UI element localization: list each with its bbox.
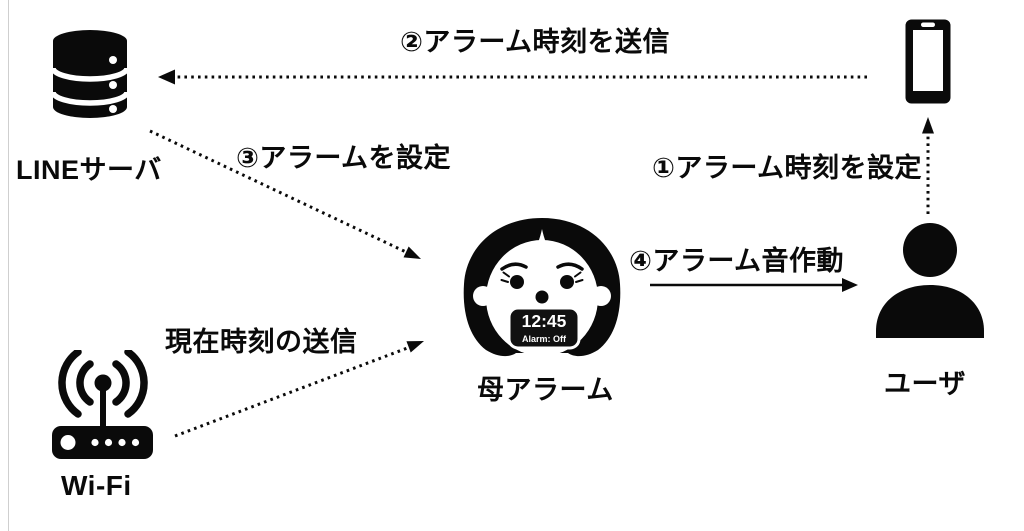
edge-label-step2: ②アラーム時刻を送信 [400,27,671,57]
arrow-step4-alarm-sound [650,278,858,292]
smartphone-icon [905,19,951,104]
edge-label-step4: ④アラーム音作動 [629,246,845,276]
edge-label-current-time: 現在時刻の送信 [165,327,358,357]
mother-alarm-label: 母アラーム [477,375,614,405]
wifi-router-icon [52,350,153,459]
alarm-screen: 12:45 Alarm: Off [507,306,581,350]
arrow-step1-set-alarm-time [922,117,934,214]
slide-left-edge [8,0,9,531]
line-server-label: LINEサーバ [16,155,162,185]
arrow-step2-send-alarm-time [158,69,867,85]
edge-label-step1: ①アラーム時刻を設定 [652,153,923,183]
screen-alarm-status: Alarm: Off [522,334,567,344]
mother-face-icon: 12:45 Alarm: Off [463,218,621,357]
screen-time: 12:45 [522,311,567,331]
edge-label-step3: ③アラームを設定 [236,143,452,173]
user-label: ユーザ [884,369,966,399]
person-icon [876,223,984,338]
wifi-label: Wi-Fi [61,470,132,501]
database-icon [51,30,130,118]
